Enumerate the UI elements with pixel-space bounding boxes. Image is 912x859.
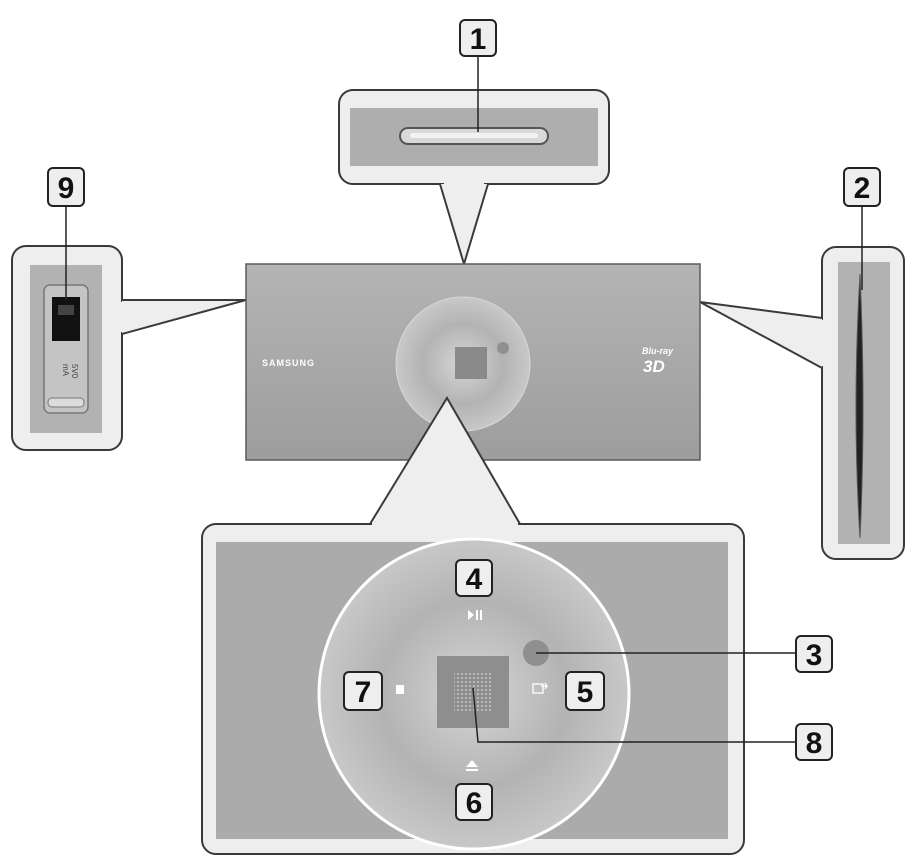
disc-slot-icon (855, 273, 864, 539)
callout-number-2: 2 (843, 167, 881, 207)
callout-number-1: 1 (459, 19, 497, 57)
callout-number-7: 7 (343, 671, 383, 711)
callout-number-4: 4 (455, 559, 493, 597)
callout-number-9: 9 (47, 167, 85, 207)
power-indicator-icon (399, 127, 549, 145)
svg-text:8: 8 (806, 727, 823, 760)
callout-number-8: 8 (795, 723, 833, 761)
usb-rating-bottom: mA (61, 364, 70, 377)
brand-logo: SAMSUNG (262, 358, 315, 368)
stop-icon[interactable] (396, 685, 404, 694)
input-source-icon[interactable] (532, 682, 549, 694)
svg-text:6: 6 (466, 787, 483, 820)
svg-text:5: 5 (577, 676, 594, 709)
usb-port-icon: 5V0 mA (43, 284, 89, 414)
svg-text:1: 1 (470, 23, 487, 56)
eject-icon[interactable] (466, 760, 478, 771)
svg-text:7: 7 (355, 676, 372, 709)
callout-right-zoom (699, 206, 905, 560)
svg-text:9: 9 (58, 172, 75, 205)
callout-top-zoom (338, 56, 610, 268)
play-pause-icon[interactable] (468, 610, 482, 620)
svg-text:3: 3 (806, 639, 823, 672)
bluray-logo-top: Blu-ray (642, 346, 674, 356)
callout-number-5: 5 (565, 671, 605, 711)
svg-text:4: 4 (466, 563, 483, 596)
svg-text:2: 2 (854, 172, 871, 205)
usb-rating-top: 5V0 (70, 364, 79, 379)
bluray-logo-bottom: 3D (643, 357, 665, 376)
callout-number-6: 6 (455, 783, 493, 821)
callout-left-zoom: 5V0 mA (11, 206, 247, 451)
product-front-panel: SAMSUNG Blu-ray 3D (245, 263, 701, 461)
leader-display (472, 687, 796, 743)
callout-number-3: 3 (795, 635, 833, 673)
